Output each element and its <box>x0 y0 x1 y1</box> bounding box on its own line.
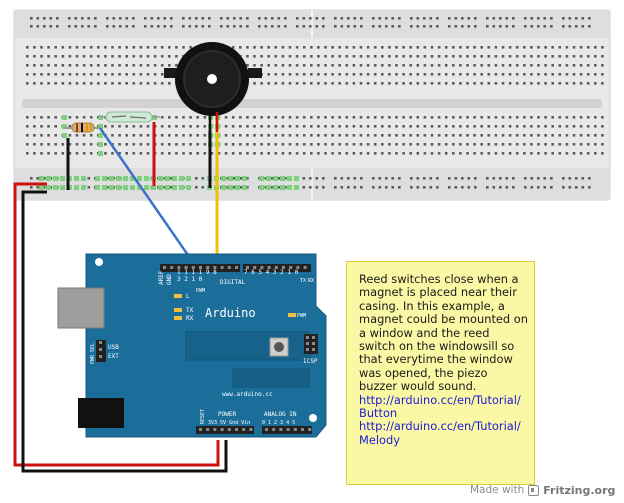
fritzing-logo-icon <box>528 484 540 496</box>
fritzing-credit[interactable]: Made with Fritzing.org <box>470 481 620 499</box>
label-gnd: GND <box>166 274 173 285</box>
label-digital-low: 7 6 5 4 3 2 1 0 <box>244 269 299 276</box>
label-power-pins: 3V3 5V Gnd Vin <box>208 420 250 426</box>
label-usb: USB <box>108 344 119 351</box>
label-pwr-sel: PWR SEL <box>90 343 96 364</box>
note-link-melody[interactable]: http://arduino.cc/en/Tutorial/Melody <box>359 419 521 447</box>
label-aref: AREF <box>158 270 165 285</box>
label-led-tx: TX <box>186 307 194 314</box>
label-url: www.arduino.cc <box>222 391 273 398</box>
resistor <box>64 122 100 133</box>
note-text: Reed switches close when a magnet is pla… <box>359 272 528 394</box>
wire-red-5v <box>13 182 220 467</box>
label-icsp: ICSP <box>303 358 318 365</box>
connected-holes <box>39 115 299 190</box>
label-digital-pins: 1 1 1 1 9 8 <box>177 269 217 276</box>
breadboard <box>13 9 611 201</box>
label-analog-in: ANALOG IN <box>264 411 297 418</box>
wire-blue-pin2 <box>98 127 192 259</box>
header-pins <box>99 266 315 431</box>
label-digital: DIGITAL <box>220 279 246 286</box>
wire-black-gnd <box>21 190 228 473</box>
reed-switch <box>98 111 160 123</box>
label-power: POWER <box>218 411 236 418</box>
made-with-text: Made with <box>470 484 525 496</box>
breadboard-center-channel <box>22 99 602 108</box>
label-ext: EXT <box>108 353 119 360</box>
arduino-board: AREF GND 1 1 1 1 9 8 3 2 1 0 7 6 5 4 3 2… <box>57 253 327 438</box>
power-jack <box>78 398 124 428</box>
label-analog-pins: 0 1 2 3 4 5 <box>262 420 295 426</box>
annotation-note: Reed switches close when a magnet is pla… <box>346 261 535 485</box>
label-pwm-led: PWM <box>297 313 306 319</box>
arduino-logo-text: Arduino <box>205 306 256 320</box>
label-led-l: L <box>186 293 190 300</box>
label-tx-top: TX <box>300 278 306 284</box>
label-reset: RESET <box>200 409 206 424</box>
piezo-buzzer <box>164 42 262 132</box>
note-link-button[interactable]: http://arduino.cc/en/Tutorial/Button <box>359 392 521 421</box>
label-digital-pins2: 3 2 1 0 <box>177 276 203 283</box>
label-led-rx: RX <box>186 315 194 322</box>
label-rx-top: RX <box>308 278 314 284</box>
label-pwm: PWM <box>196 288 205 294</box>
usb-connector <box>57 287 105 329</box>
fritzing-brand: Fritzing.org <box>543 483 616 497</box>
